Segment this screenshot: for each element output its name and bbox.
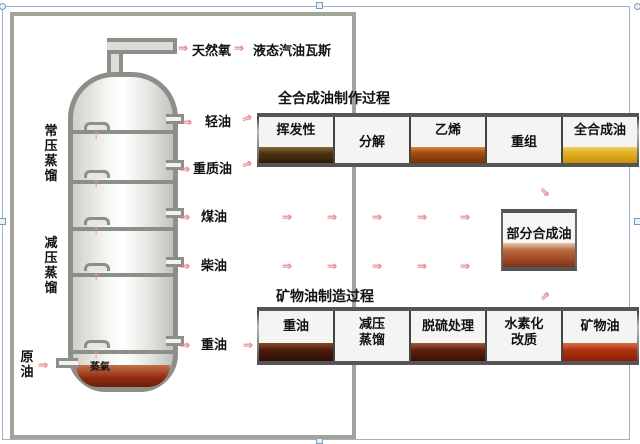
feed-arrow-icon: ⇒ [38,358,49,372]
output-heavy-oil: 重油 [201,338,228,353]
arrow-icon: ⇒ [417,210,428,224]
vapor-arrow-icon: ⇡ [92,131,101,142]
step-label: 矿物油 [580,319,620,334]
process-step: 乙烯 [409,117,485,163]
column-bottom-residue [76,365,170,387]
vapor-arrow-icon: ⇡ [92,226,101,237]
arrow-icon: ⇒ [282,259,293,273]
liquid-sample [411,147,485,163]
step-label: 挥发性 [276,123,316,138]
arrow-icon: ⇒ [178,41,189,55]
arrow-icon: ⇒ [327,259,338,273]
tray [73,350,173,354]
process-step: 重油 [259,311,333,361]
section-label-atmospheric: 常压蒸馏 [44,124,58,184]
partial-synthetic-oil-label: 部分合成油 [506,227,572,242]
partial-synthetic-oil-box: 部分合成油 [501,209,577,271]
output-light-oil: 轻油 [205,115,232,130]
arrow-icon: ⇒ [234,41,245,55]
arrow-icon: ⇒ [372,259,383,273]
bubble-cap [84,217,110,225]
resize-handle-top-left[interactable] [0,3,6,10]
resize-handle-top-right[interactable] [634,3,640,10]
output-kerosene: 煤油 [201,210,228,225]
bubble-cap [84,122,110,130]
step-label: 全合成油 [573,123,626,138]
resize-handle-left-center[interactable] [0,218,6,225]
arrow-icon: ⇒ [417,259,428,273]
feed-label: 原油 [20,350,34,380]
liquid-sample [563,147,637,163]
step-label-line: 改质 [510,333,537,348]
step-label: 分解 [358,135,385,150]
arrow-icon: ⇒ [372,210,383,224]
distillation-column [68,72,178,392]
process-step: 矿物油 [561,311,637,361]
bubble-cap [84,340,110,348]
process-step: 水素化 改质 [485,311,561,361]
outlet-nozzle [166,257,184,267]
synthetic-process-strip: 挥发性 分解 乙烯 重组 全合成油 [257,113,639,167]
synthetic-process-title: 全合成油制作过程 [278,91,390,107]
mineral-process-strip: 重油 减压 蒸馏 脱硫处理 水素化 改质 矿物油 [257,307,639,365]
tray [73,273,173,277]
tray [73,180,173,184]
process-step: 重组 [485,117,561,163]
step-label: 乙烯 [434,123,461,138]
tray [73,130,173,134]
step-label: 重油 [282,319,309,334]
process-step: 减压 蒸馏 [333,311,409,361]
vapor-arrow-icon: ⇡ [92,179,101,190]
process-step: 脱硫处理 [409,311,485,361]
outlet-nozzle [166,336,184,346]
steam-label: 蒸氣 [90,362,110,373]
mineral-process-title: 矿物油制造过程 [276,289,374,305]
arrow-icon: ⇒ [180,338,191,352]
liquid-sample [411,343,485,361]
arrow-icon: ⇒ [182,115,193,129]
bubble-cap [84,170,110,178]
step-label: 重组 [510,135,537,150]
outlet-nozzle [166,160,184,170]
step-label-line: 蒸馏 [358,333,385,348]
top-pipe-horizontal [107,38,177,54]
liquid-sample [563,343,637,361]
step-label: 脱硫处理 [421,319,474,334]
outlet-nozzle [166,208,184,218]
step-label-line: 减压 [358,317,385,332]
arrow-icon: ⇒ [180,162,191,176]
liquid-sample [259,343,333,361]
arrow-icon: ⇒ [327,210,338,224]
output-heavy-oil-fraction: 重质油 [193,162,233,177]
tray [73,227,173,231]
liquid-sample [503,243,575,267]
arrow-icon: ⇒ [282,210,293,224]
process-step: 分解 [333,117,409,163]
arrow-icon: ⇒ [180,210,191,224]
section-label-vacuum: 减压蒸馏 [44,236,58,296]
process-step: 挥发性 [259,117,333,163]
vapor-arrow-icon: ⇡ [92,350,101,361]
bubble-cap [84,263,110,271]
arrow-icon: ⇒ [460,210,471,224]
column-frame [10,12,356,439]
step-label-line: 水素化 [504,317,544,332]
output-diesel: 柴油 [201,259,228,274]
liquid-sample [259,147,333,163]
arrow-icon: ⇒ [243,338,254,352]
feed-nozzle [56,358,78,368]
vapor-arrow-icon: ⇡ [92,272,101,283]
output-natural-gas: 天然氧 [192,44,232,59]
resize-handle-top-center[interactable] [316,2,323,9]
outlet-nozzle [166,114,184,124]
process-step: 全合成油 [561,117,637,163]
arrow-icon: ⇒ [180,259,191,273]
output-lpg: 液态汽油瓦斯 [253,44,332,59]
arrow-icon: ⇒ [460,259,471,273]
resize-handle-right-center[interactable] [634,218,640,225]
